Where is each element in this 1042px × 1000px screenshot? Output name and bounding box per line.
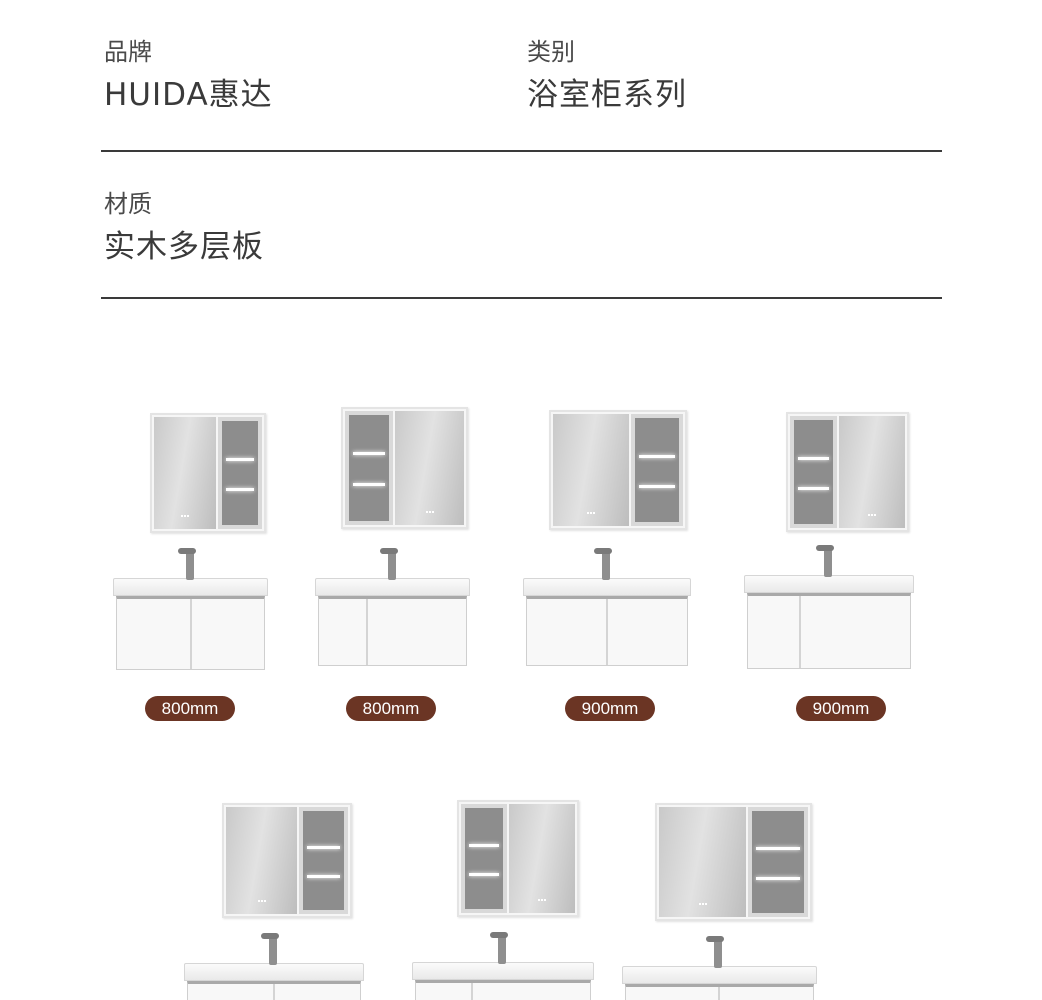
- door-split: [366, 599, 368, 665]
- category-label: 类别: [527, 38, 575, 66]
- shelf-light: [798, 487, 829, 490]
- material-spec: 材质 实木多层板: [104, 192, 264, 263]
- touch-sensor-icon: [699, 903, 707, 907]
- open-shelf: [345, 411, 393, 525]
- vanity-cabinet-image: [412, 932, 594, 1000]
- faucet-icon: [388, 552, 396, 580]
- basin-top: [622, 966, 817, 984]
- vanity-cabinet-image: [744, 545, 914, 669]
- divider-bottom: [101, 297, 942, 299]
- touch-sensor-icon: [868, 514, 876, 518]
- mirror-panel: [154, 417, 216, 529]
- faucet-icon: [824, 549, 832, 577]
- cabinet-body: [526, 596, 688, 666]
- door-split: [799, 596, 801, 668]
- faucet-icon: [498, 936, 506, 964]
- faucet-handle-icon: [706, 936, 724, 942]
- door-split: [190, 599, 192, 669]
- open-shelf: [790, 416, 837, 528]
- mirror-cabinet-image: [457, 800, 579, 917]
- touch-sensor-icon: [258, 900, 266, 904]
- door-split: [273, 984, 275, 1000]
- mirror-panel: [509, 804, 575, 913]
- shelf-light: [226, 488, 254, 491]
- door-split: [606, 599, 608, 665]
- brand-value: HUIDA惠达: [104, 77, 273, 113]
- size-badge: 800mm: [145, 696, 235, 721]
- mirror-panel: [395, 411, 464, 525]
- door-split: [471, 983, 473, 1000]
- mirror-panel: [226, 807, 297, 914]
- shelf-light: [353, 483, 385, 486]
- touch-sensor-icon: [426, 511, 434, 515]
- vanity-cabinet-image: [315, 548, 470, 666]
- shelf-light: [756, 847, 800, 850]
- vanity-cabinet-image: [523, 548, 691, 666]
- mirror-cabinet-image: [150, 413, 266, 533]
- vanity-cabinet-image: [113, 548, 268, 670]
- mirror-panel: [839, 416, 905, 528]
- touch-sensor-icon: [587, 512, 595, 516]
- brand-label: 品牌: [104, 38, 152, 66]
- divider-top: [101, 150, 942, 152]
- shelf-light: [469, 873, 499, 876]
- faucet-handle-icon: [816, 545, 834, 551]
- faucet-handle-icon: [380, 548, 398, 554]
- mirror-cabinet-image: [222, 803, 352, 918]
- category-value: 浴室柜系列: [527, 77, 687, 113]
- material-value: 实木多层板: [104, 229, 264, 265]
- cabinet-body: [116, 596, 265, 670]
- faucet-icon: [186, 552, 194, 580]
- shelf-light: [353, 452, 385, 455]
- size-badge: 800mm: [346, 696, 436, 721]
- faucet-handle-icon: [594, 548, 612, 554]
- shelf-light: [756, 877, 800, 880]
- faucet-icon: [269, 937, 277, 965]
- size-badge: 900mm: [565, 696, 655, 721]
- shelf-light: [639, 485, 675, 488]
- cabinet-body: [187, 981, 361, 1000]
- basin-top: [523, 578, 691, 596]
- mirror-cabinet-image: [549, 410, 687, 530]
- open-shelf: [461, 804, 507, 913]
- door-split: [718, 987, 720, 1000]
- cabinet-body: [318, 596, 467, 666]
- shelf-light: [226, 458, 254, 461]
- faucet-handle-icon: [261, 933, 279, 939]
- shelf-light: [798, 457, 829, 460]
- category-spec: 类别 浴室柜系列: [527, 40, 687, 111]
- faucet-icon: [602, 552, 610, 580]
- open-shelf: [218, 417, 262, 529]
- basin-top: [113, 578, 268, 596]
- mirror-cabinet-image: [655, 803, 812, 921]
- cabinet-body: [415, 980, 591, 1000]
- vanity-cabinet-image: [622, 936, 817, 1000]
- basin-top: [744, 575, 914, 593]
- shelf-light: [307, 846, 340, 849]
- mirror-cabinet-image: [341, 407, 468, 529]
- open-shelf: [631, 414, 683, 526]
- vanity-cabinet-image: [184, 933, 364, 1000]
- touch-sensor-icon: [538, 899, 546, 903]
- faucet-icon: [714, 940, 722, 968]
- material-label: 材质: [104, 190, 152, 218]
- basin-top: [315, 578, 470, 596]
- brand-spec: 品牌 HUIDA惠达: [104, 40, 273, 111]
- faucet-handle-icon: [490, 932, 508, 938]
- faucet-handle-icon: [178, 548, 196, 554]
- mirror-panel: [659, 807, 746, 917]
- cabinet-body: [747, 593, 911, 669]
- mirror-cabinet-image: [786, 412, 909, 532]
- size-badge: 900mm: [796, 696, 886, 721]
- basin-top: [412, 962, 594, 980]
- touch-sensor-icon: [181, 515, 189, 519]
- shelf-light: [307, 875, 340, 878]
- shelf-light: [469, 844, 499, 847]
- shelf-light: [639, 455, 675, 458]
- open-shelf: [748, 807, 808, 917]
- cabinet-body: [625, 984, 814, 1000]
- open-shelf: [299, 807, 348, 914]
- mirror-panel: [553, 414, 629, 526]
- basin-top: [184, 963, 364, 981]
